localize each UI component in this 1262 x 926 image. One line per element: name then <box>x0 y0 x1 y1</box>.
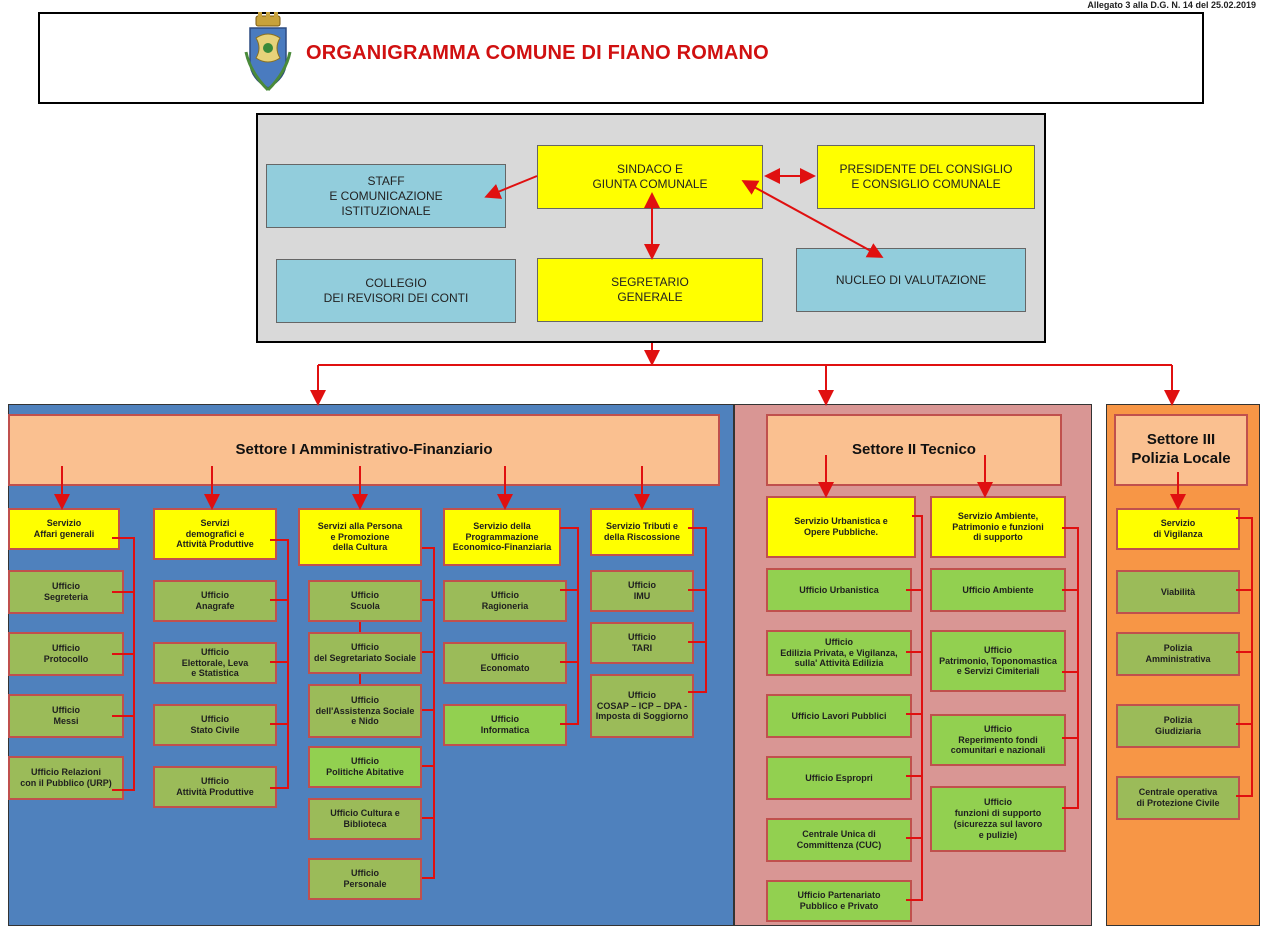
office-anagrafe: Ufficio Anagrafe <box>153 580 277 622</box>
sector-1-title: Settore I Amministrativo-Finanziario <box>8 414 720 486</box>
office-informatica: Ufficio Informatica <box>443 704 567 746</box>
office-patrimonio: Ufficio Patrimonio, Toponomastica e Serv… <box>930 630 1066 692</box>
coat-of-arms-icon <box>244 12 292 92</box>
office-scuola: Ufficio Scuola <box>308 580 422 622</box>
service-demografici: Servizi demografici e Attività Produttiv… <box>153 508 277 560</box>
bracket-s1-col5 <box>688 527 707 693</box>
office-funzioni-supporto: Ufficio funzioni di supporto (sicurezza … <box>930 786 1066 852</box>
office-protezione-civile: Centrale operativa di Protezione Civile <box>1116 776 1240 820</box>
office-polizia-giudiziaria: Polizia Giudiziaria <box>1116 704 1240 748</box>
office-messi: Ufficio Messi <box>8 694 124 738</box>
bracket-s2-col1 <box>906 515 923 901</box>
office-personale: Ufficio Personale <box>308 858 422 900</box>
staff-box: STAFF E COMUNICAZIONE ISTITUZIONALE <box>266 164 506 228</box>
office-ragioneria: Ufficio Ragioneria <box>443 580 567 622</box>
office-viabilita: Viabilità <box>1116 570 1240 614</box>
office-partenariato: Ufficio Partenariato Pubblico e Privato <box>766 880 912 922</box>
office-espropri: Ufficio Espropri <box>766 756 912 800</box>
office-urp: Ufficio Relazioni con il Pubblico (URP) <box>8 756 124 800</box>
sindaco-box: SINDACO E GIUNTA COMUNALE <box>537 145 763 209</box>
office-assistenza-sociale: Ufficio dell'Assistenza Sociale e Nido <box>308 684 422 738</box>
arrow-sindaco-staff <box>484 175 538 199</box>
office-economato: Ufficio Economato <box>443 642 567 684</box>
sector-2-title: Settore II Tecnico <box>766 414 1062 486</box>
office-ambiente: Ufficio Ambiente <box>930 568 1066 612</box>
bracket-s1-col4 <box>560 527 579 725</box>
office-cuc: Centrale Unica di Committenza (CUC) <box>766 818 912 862</box>
office-attivita-produttive: Ufficio Attività Produttive <box>153 766 277 808</box>
service-affari-generali: Servizio Affari generali <box>8 508 120 550</box>
bracket-s3 <box>1236 517 1253 797</box>
bracket-s1-col2 <box>270 539 289 789</box>
service-vigilanza: Servizio di Vigilanza <box>1116 508 1240 550</box>
office-segretariato-sociale: Ufficio del Segretariato Sociale <box>308 632 422 674</box>
office-elettorale: Ufficio Elettorale, Leva e Statistica <box>153 642 277 684</box>
office-cosap: Ufficio COSAP – ICP – DPA - Imposta di S… <box>590 674 694 738</box>
header-box <box>38 12 1204 104</box>
office-protocollo: Ufficio Protocollo <box>8 632 124 676</box>
office-cultura-biblioteca: Ufficio Cultura e Biblioteca <box>308 798 422 840</box>
service-persona-cultura: Servizi alla Persona e Promozione della … <box>298 508 422 566</box>
office-polizia-amministrativa: Polizia Amministrativa <box>1116 632 1240 676</box>
segretario-box: SEGRETARIO GENERALE <box>537 258 763 322</box>
office-lavori-pubblici: Ufficio Lavori Pubblici <box>766 694 912 738</box>
bracket-s1-col3 <box>422 547 435 879</box>
nucleo-box: NUCLEO DI VALUTAZIONE <box>796 248 1026 312</box>
service-programmazione: Servizio della Programmazione Economico-… <box>443 508 561 566</box>
office-reperimento-fondi: Ufficio Reperimento fondi comunitari e n… <box>930 714 1066 766</box>
office-politiche-abitative: Ufficio Politiche Abitative <box>308 746 422 788</box>
service-ambiente: Servizio Ambiente, Patrimonio e funzioni… <box>930 496 1066 558</box>
office-stato-civile: Ufficio Stato Civile <box>153 704 277 746</box>
office-urbanistica: Ufficio Urbanistica <box>766 568 912 612</box>
header-title: ORGANIGRAMMA COMUNE DI FIANO ROMANO <box>306 42 769 64</box>
bracket-s1-col1 <box>112 537 135 791</box>
bracket-s2-col2 <box>1062 527 1079 809</box>
service-urbanistica: Servizio Urbanistica e Opere Pubbliche. <box>766 496 916 558</box>
top-note: Allegato 3 alla D.G. N. 14 del 25.02.201… <box>1087 0 1256 10</box>
sector-3-title: Settore III Polizia Locale <box>1114 414 1248 486</box>
office-segreteria: Ufficio Segreteria <box>8 570 124 614</box>
arrow-sindaco-nucleo <box>741 180 884 258</box>
collegio-box: COLLEGIO DEI REVISORI DEI CONTI <box>276 259 516 323</box>
office-imu: Ufficio IMU <box>590 570 694 612</box>
